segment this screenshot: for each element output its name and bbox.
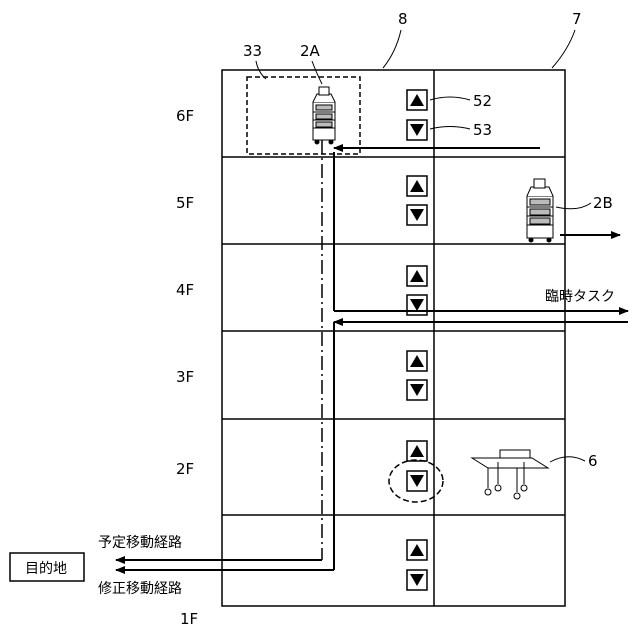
robot-area-box <box>247 77 360 154</box>
building-frame <box>222 70 565 606</box>
floor-label-5f: 5F <box>176 194 194 212</box>
elevator-buttons-3f <box>407 351 427 400</box>
elevator-buttons-4f <box>407 266 427 315</box>
elevator-buttons-5f <box>407 176 427 225</box>
leader-robot-a <box>312 61 322 84</box>
robot-2a-icon <box>313 87 335 144</box>
elevator-buttons-6f <box>407 90 427 140</box>
revised-route-label: 修正移動経路 <box>98 581 182 597</box>
floor-label-4f: 4F <box>176 281 194 299</box>
robot-2b-icon <box>527 179 553 242</box>
floor-label-2f: 2F <box>176 460 194 478</box>
leader-cart <box>550 457 585 462</box>
floor-label-6f: 6F <box>176 107 194 125</box>
leader-down-button <box>430 127 470 130</box>
leader-robot-b <box>556 203 591 209</box>
ref-building: 7 <box>572 10 582 28</box>
leader-building <box>552 30 575 68</box>
floor-label-3f: 3F <box>176 368 194 386</box>
planned-route-label: 予定移動経路 <box>98 535 182 551</box>
ref-area: 33 <box>243 42 262 60</box>
cart-icon <box>472 450 548 499</box>
floor-label-1f: 1F <box>180 610 198 628</box>
leader-elevator <box>383 30 401 68</box>
ref-up-button: 52 <box>473 92 492 110</box>
leader-up-button <box>430 97 470 100</box>
elevator-buttons-2f <box>407 441 427 491</box>
ref-cart: 6 <box>588 452 598 470</box>
ref-down-button: 53 <box>473 121 492 139</box>
elevator-buttons-1f <box>407 540 427 590</box>
destination-label: 目的地 <box>25 561 67 577</box>
ref-robot-b: 2B <box>593 194 613 212</box>
ref-elevator: 8 <box>398 10 408 28</box>
ref-robot-a: 2A <box>300 42 321 60</box>
temporary-task-label: 臨時タスク <box>545 289 615 305</box>
